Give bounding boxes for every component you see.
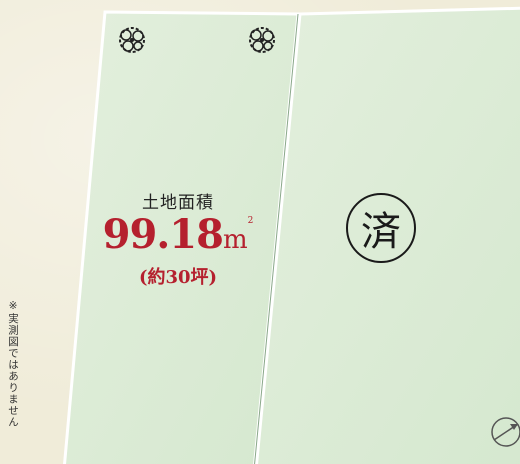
compass-icon xyxy=(491,417,520,447)
tree-icon xyxy=(119,27,145,53)
lot-area-info: 土地面積 99.18m2 (約30坪) xyxy=(88,188,268,289)
area-label: 土地面積 xyxy=(142,193,214,213)
disclaimer-note: ※実測図ではありません xyxy=(7,300,19,428)
lot-parcel[interactable] xyxy=(63,10,300,464)
area-value-row: 99.18m2 xyxy=(88,215,268,255)
lot-boundary-line xyxy=(254,13,299,464)
area-value: 99.18 xyxy=(102,211,224,258)
sold-badge: 済 xyxy=(346,193,416,263)
area-unit: m xyxy=(222,225,248,255)
tree-icon xyxy=(249,27,275,53)
area-tsubo: (約30坪) xyxy=(138,267,218,288)
area-unit-superscript: 2 xyxy=(247,216,254,226)
